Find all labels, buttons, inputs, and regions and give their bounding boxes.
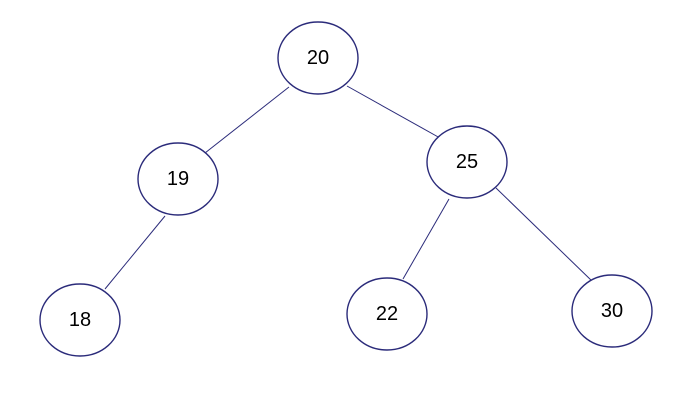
node-circle (277, 21, 359, 95)
node-label-22: 22 (376, 303, 398, 325)
edge-19-18 (104, 215, 166, 290)
node-label-20: 20 (307, 47, 329, 69)
node-label-30: 30 (601, 300, 623, 322)
node-circle (346, 277, 428, 351)
tree-edges (104, 85, 594, 290)
tree-node-22: 22 (346, 277, 428, 351)
tree-node-30: 30 (571, 274, 653, 348)
tree-node-19: 19 (137, 142, 219, 216)
node-circle (426, 125, 508, 199)
node-circle (571, 274, 653, 348)
tree-node-18: 18 (39, 283, 121, 357)
node-label-18: 18 (69, 309, 91, 331)
tree-node-20: 20 (277, 21, 359, 95)
edge-20-25 (346, 85, 441, 139)
tree-node-25: 25 (426, 125, 508, 199)
tree-nodes: 20 19 25 18 22 30 (39, 21, 653, 357)
node-label-25: 25 (456, 151, 478, 173)
edge-25-30 (495, 187, 594, 283)
node-circle (39, 283, 121, 357)
node-circle (137, 142, 219, 216)
edge-20-19 (204, 86, 290, 154)
node-label-19: 19 (167, 168, 189, 190)
edge-25-22 (402, 198, 450, 280)
